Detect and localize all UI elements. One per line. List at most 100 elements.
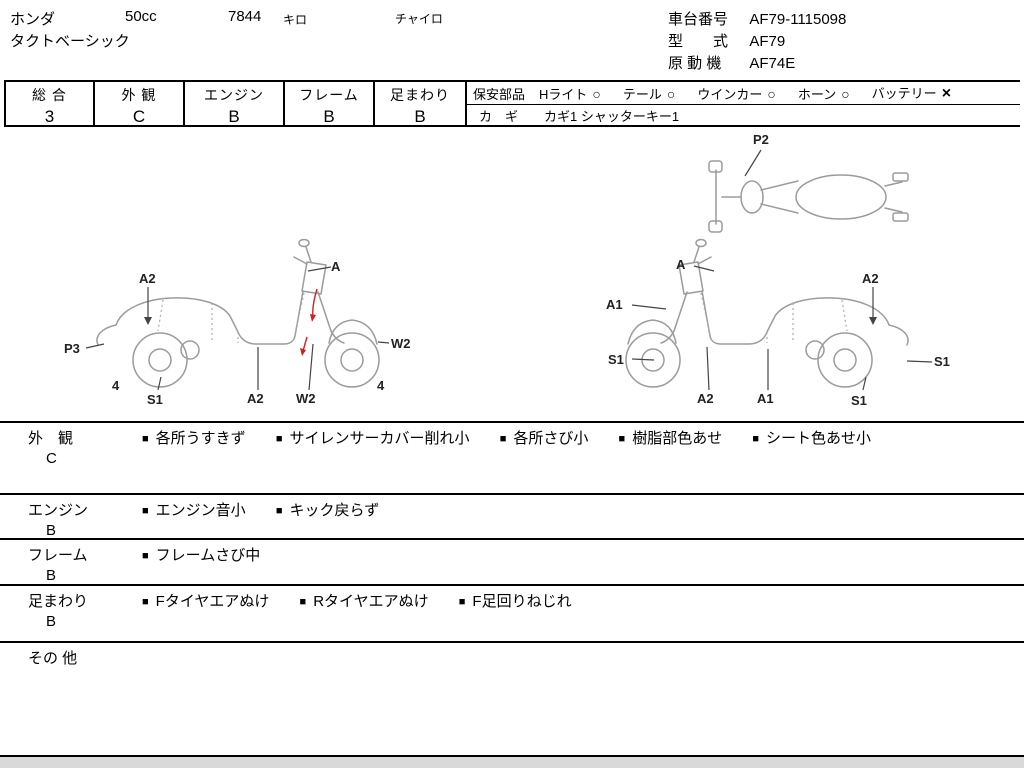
model-code-value: AF79 [749, 33, 786, 50]
diagram-label-a2-left-bottom: A2 [247, 391, 264, 406]
bullet-icon: ■ [275, 505, 283, 517]
scooter-right-side-view [625, 238, 909, 388]
key-row: カ ギ カギ1 シャッターキー1 [467, 105, 1020, 125]
safety-item-horn: ホーン○ [797, 85, 850, 102]
rating-frame: フレーム B [285, 82, 375, 126]
note-engine-grade: B [46, 522, 57, 539]
rating-undercarriage: 足まわり B [375, 82, 467, 126]
winker-ok-mark: ○ [767, 85, 776, 102]
model-code-line: 型 式 AF79 [668, 30, 785, 51]
tail-ok-mark: ○ [666, 85, 676, 102]
rating-exterior: 外 観 C [95, 82, 185, 126]
note-frame-label: フレーム [28, 547, 88, 564]
diagram-label-a1-right-bottom: A1 [757, 391, 774, 406]
safety-parts-label: 保安部品 [473, 86, 526, 102]
bullet-icon: ■ [458, 596, 466, 608]
safety-item-winker: ウインカー○ [697, 85, 776, 102]
note-item: ■F足回りねじれ [458, 593, 572, 610]
diagram-label-a2-right-top: A2 [862, 271, 879, 286]
chassis-number-line: 車台番号 AF79-1115098 [668, 8, 846, 29]
diagram-label-s1-right-side: S1 [934, 354, 950, 369]
body-color: チャイロ [395, 12, 443, 26]
bullet-icon: ■ [618, 433, 626, 445]
mileage-unit: キロ [283, 13, 308, 27]
note-row-exterior: 外 観 C ■各所うすきず ■サイレンサーカバー削れ小 ■各所さび小 ■樹脂部色… [0, 423, 1024, 495]
note-item: ■各所うすきず [142, 430, 246, 447]
note-item: ■Rタイヤエアぬけ [299, 593, 429, 610]
brand: ホンダ [10, 11, 56, 28]
condition-notes-table: 外 観 C ■各所うすきず ■サイレンサーカバー削れ小 ■各所さび小 ■樹脂部色… [0, 421, 1024, 757]
headlight-ok-mark: ○ [592, 85, 601, 102]
note-row-engine: エンジン B ■エンジン音小 ■キック戻らず [0, 495, 1024, 540]
safety-item-headlight: Hライト○ [539, 85, 601, 102]
chassis-number-label: 車台番号 [668, 11, 729, 28]
safety-parts-box: 保安部品 Hライト○ テール○ ウインカー○ ホーン○ バッテリー× カ ギ カ… [467, 82, 1020, 125]
note-row-other: その 他 [0, 643, 1024, 757]
note-item: ■サイレンサーカバー削れ小 [275, 430, 470, 447]
engine-code-value: AF74E [749, 55, 796, 72]
diagram-label-a-right: A [676, 257, 686, 272]
note-item: ■各所さび小 [499, 430, 589, 447]
diagram-label-w2-left-side: W2 [391, 336, 411, 351]
diagram-label-a2-left-top: A2 [139, 271, 156, 286]
note-undercarriage-label: 足まわり [28, 593, 89, 610]
chassis-number-value: AF79-1115098 [749, 11, 847, 28]
bullet-icon: ■ [142, 550, 149, 562]
diagram-label-4-right: 4 [377, 378, 385, 393]
bullet-icon: ■ [275, 433, 283, 445]
note-exterior-grade: C [46, 450, 57, 467]
note-frame-grade: B [46, 567, 57, 584]
note-item: ■樹脂部色あせ [618, 430, 723, 447]
diagram-label-a-left: A [331, 259, 341, 274]
mileage-value: 7844 [228, 8, 262, 25]
ratings-bar: 総 合 3 外 観 C エンジン B フレーム B 足まわり B 保安部品 Hラ… [4, 80, 1020, 127]
bullet-icon: ■ [142, 596, 149, 608]
note-exterior-label: 外 観 [28, 430, 74, 447]
diagram-label-p3: P3 [64, 341, 80, 356]
safety-parts-row: 保安部品 Hライト○ テール○ ウインカー○ ホーン○ バッテリー× [467, 82, 1020, 105]
note-row-undercarriage: 足まわり B ■Fタイヤエアぬけ ■Rタイヤエアぬけ ■F足回りねじれ [0, 586, 1024, 643]
note-item: ■キック戻らず [275, 502, 380, 519]
note-row-frame: フレーム B ■フレームさび中 [0, 540, 1024, 586]
note-item: ■エンジン音小 [142, 502, 246, 519]
bullet-icon: ■ [752, 433, 760, 445]
model-code-label: 型 式 [668, 33, 729, 50]
engine-code-line: 原 動 機 AF74E [668, 52, 795, 73]
engine-code-label: 原 動 機 [668, 55, 722, 72]
diagram-label-s1-left-bottom: S1 [147, 392, 163, 407]
rating-engine-grade: B [228, 107, 240, 126]
rating-engine: エンジン B [185, 82, 285, 126]
rating-undercarriage-grade: B [414, 107, 426, 126]
bullet-icon: ■ [142, 433, 149, 445]
note-item: ■Fタイヤエアぬけ [142, 593, 270, 610]
engine-cc: 50cc [125, 8, 157, 25]
rating-frame-label: フレーム [299, 87, 359, 103]
safety-item-tail: テール○ [622, 85, 676, 102]
diagram-label-s1-right-bottom: S1 [851, 393, 867, 408]
rating-undercarriage-label: 足まわり [390, 87, 450, 103]
bullet-icon: ■ [299, 596, 307, 608]
diagram-label-a2-right-bottom: A2 [697, 391, 714, 406]
safety-item-battery: バッテリー× [871, 85, 952, 102]
diagram-label-a1-right-side: A1 [606, 297, 623, 312]
bullet-icon: ■ [142, 505, 149, 517]
diagram-label-w2-left-bottom: W2 [296, 391, 316, 406]
note-item: ■フレームさび中 [142, 547, 261, 564]
key-value: カギ1 シャッターキー1 [544, 108, 680, 124]
rating-engine-label: エンジン [204, 87, 264, 103]
rating-exterior-grade: C [132, 107, 146, 126]
rating-frame-grade: B [323, 107, 335, 126]
note-item: ■シート色あせ小 [752, 430, 872, 447]
rating-overall-grade: 3 [44, 107, 55, 126]
note-engine-label: エンジン [28, 502, 89, 519]
rating-overall: 総 合 3 [4, 82, 95, 126]
model-name: タクトベーシック [10, 33, 130, 50]
diagram-label-p2: P2 [753, 132, 769, 147]
scan-edge-strip [0, 757, 1024, 768]
battery-ng-mark: × [941, 85, 952, 102]
horn-ok-mark: ○ [841, 85, 850, 102]
rating-overall-label: 総 合 [32, 87, 67, 103]
diagram-label-4-left: 4 [112, 378, 120, 393]
diagram-label-s1-right-front: S1 [608, 352, 624, 367]
